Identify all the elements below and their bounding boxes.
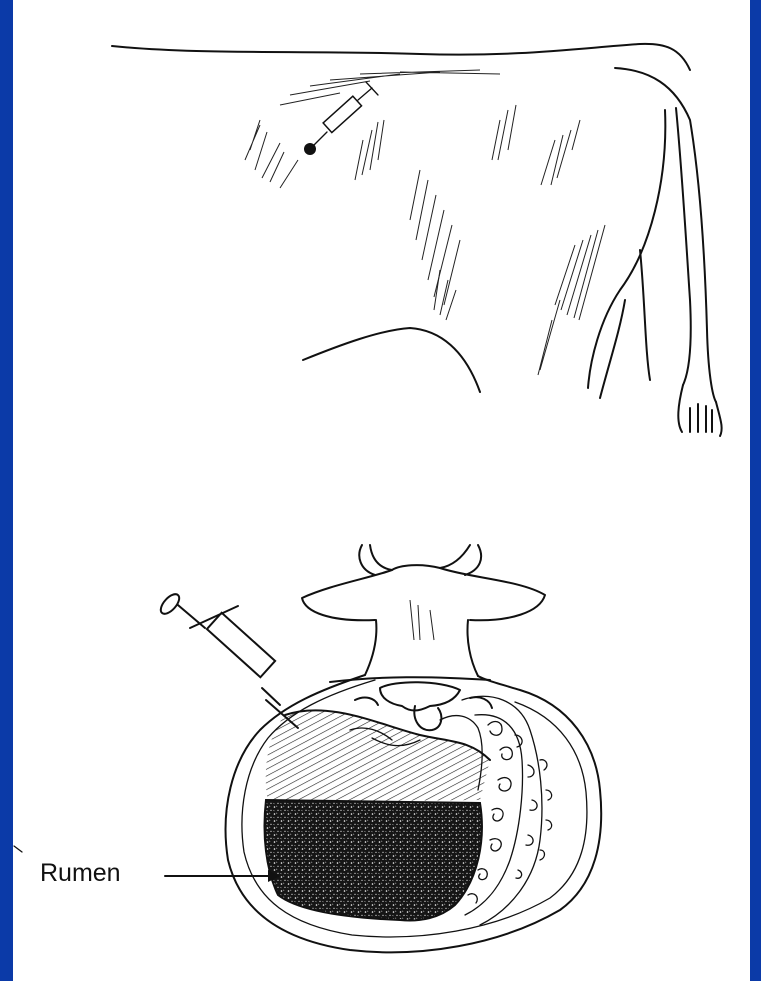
large-syringe-icon bbox=[158, 591, 298, 728]
small-syringe-icon bbox=[310, 82, 378, 149]
rumen-label: Rumen bbox=[40, 861, 121, 886]
cross-section-view bbox=[14, 545, 601, 952]
cow-flank-view bbox=[112, 44, 722, 436]
rumen-contents bbox=[265, 800, 482, 920]
rumen-label-arrow bbox=[165, 870, 280, 882]
